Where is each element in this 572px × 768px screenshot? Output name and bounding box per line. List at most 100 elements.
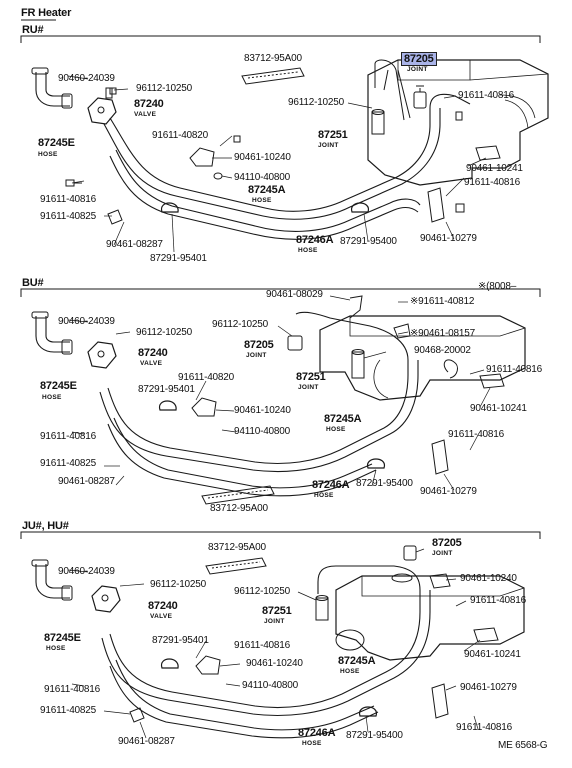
label-bu-91611e: 91611-40816: [448, 429, 505, 440]
joint-87251-ru: [371, 111, 385, 135]
section-label-bu: BU#: [22, 277, 44, 289]
spring-clip-bu: [443, 359, 458, 379]
cushion-ru-1: [161, 202, 179, 213]
section-label-ru: RU#: [22, 24, 44, 36]
valve-87240-bu: [87, 341, 117, 369]
label-bu-94110: 94110-40800: [234, 426, 291, 437]
label-ru-91611d: 91611-40816: [40, 194, 97, 205]
label-ju-96112b: 96112-10250: [234, 586, 291, 597]
label-bu-87251-sub: JOINT: [298, 384, 319, 391]
label-ru-87205-sub: JOINT: [407, 66, 428, 73]
label-bu-90460: 90460-24039: [58, 316, 115, 327]
label-ju-90461c: 90461-10240: [246, 658, 303, 669]
clamp-ru-2: [475, 145, 501, 161]
label-ju-87245e-sub: HOSE: [46, 645, 66, 652]
strip-83712-ru: [241, 67, 305, 85]
joint-87251-bu: [351, 351, 365, 379]
section-frame-bu: [20, 288, 541, 297]
hose-87246a-bu: [113, 417, 373, 489]
label-ru-87291a: 87291-95400: [340, 236, 397, 247]
label-ru-96112a: 96112-10250: [136, 83, 193, 94]
clamp-bu-1: [191, 397, 217, 417]
label-bu-90468: 90468-20002: [414, 345, 471, 356]
hose-87246a-ju: [115, 659, 375, 731]
hose-87246a-ru: [115, 149, 421, 232]
label-ru-91611b: 91611-40820: [152, 130, 209, 141]
label-bu-87291b: 87291-95400: [356, 478, 413, 489]
clamp-ju-3: [473, 627, 499, 643]
page-title: FR Heater: [21, 7, 72, 19]
label-ju-96112a: 96112-10250: [150, 579, 207, 590]
cushion-ju-2: [359, 706, 377, 717]
label-bu-87251: 87251: [296, 371, 326, 383]
clamp-bu-4: [393, 323, 411, 339]
label-bu-87245a: 87245A: [324, 413, 362, 425]
label-ju-87251: 87251: [262, 605, 292, 617]
clamp-bu-3: [431, 439, 449, 475]
label-ju-91611b: 91611-40816: [234, 640, 291, 651]
label-bu-96112a: 96112-10250: [136, 327, 193, 338]
bracket-bu-1: [349, 295, 363, 319]
label-ju-90461b: 90461-10241: [464, 649, 521, 660]
clamp-ju-5: [129, 707, 145, 723]
label-ru-87240-sub: VALVE: [134, 111, 157, 118]
label-bu-96112b: 96112-10250: [212, 319, 269, 330]
hose-87245e-ru: [35, 72, 70, 107]
label-ju-91611d: 91611-40825: [40, 705, 97, 716]
strip-83712-ju: [205, 557, 267, 575]
label-ju-87205-sub: JOINT: [432, 550, 453, 557]
label-ju-91611a: 91611-40816: [470, 595, 527, 606]
label-bu-90461a: 90461-08029: [266, 289, 323, 300]
label-ju-87240-sub: VALVE: [150, 613, 173, 620]
label-ju-87245a-sub: HOSE: [340, 668, 360, 675]
label-ju-87291a: 87291-95401: [152, 635, 209, 646]
cushion-ju-1: [161, 658, 179, 669]
label-bu-87205: 87205: [244, 339, 274, 351]
clamp-bu-2: [479, 373, 505, 389]
clamp-ju-1: [195, 655, 221, 675]
heater-unit-ju: [335, 575, 525, 661]
label-ju-91611c: 91611-40816: [44, 684, 101, 695]
hose-87245a-ru: [109, 93, 471, 212]
joint-87205-ru: [413, 91, 427, 109]
label-bu-83712: 83712-95A00: [210, 503, 268, 514]
label-ru-90461d: 90461-10279: [420, 233, 477, 244]
label-ru-83712: 83712-95A00: [244, 53, 302, 64]
label-ru-87245a-sub: HOSE: [252, 197, 272, 204]
valve-87240-ju: [91, 585, 121, 613]
label-bu-91611b: 91611-40820: [178, 372, 235, 383]
label-bu-87245e: 87245E: [40, 380, 77, 392]
label-bu-87246a: 87246A: [312, 479, 350, 491]
label-ru-87291b: 87291-95401: [150, 253, 207, 264]
label-ju-83712: 83712-95A00: [208, 542, 266, 553]
joint-87205-bu: [287, 335, 303, 351]
cushion-ru-2: [351, 202, 369, 213]
valve-87240-ru: [87, 97, 117, 125]
label-ru-87205[interactable]: 87205: [401, 52, 437, 66]
label-bu-90461f: 90461-10279: [420, 486, 477, 497]
hose-87245a-bu: [107, 311, 409, 464]
label-ju-87245a: 87245A: [338, 655, 376, 667]
label-bu-91611f: 91611-40825: [40, 458, 97, 469]
clamp-ru-3: [427, 187, 445, 223]
heater-unit-bu: [319, 315, 526, 401]
joint-87251-ju: [315, 597, 329, 621]
label-ju-87240: 87240: [148, 600, 178, 612]
label-ru-87245a: 87245A: [248, 184, 286, 196]
label-ru-90461a: 90461-10240: [234, 152, 291, 163]
label-ru-87246a: 87246A: [296, 234, 334, 246]
label-bu-87240: 87240: [138, 347, 168, 359]
joint-87205-ju: [403, 545, 417, 561]
label-bu-87245a-sub: HOSE: [326, 426, 346, 433]
heater-outlet-ju: [335, 629, 365, 651]
hose-87245a-ju: [109, 565, 421, 708]
clamp-ru-4: [107, 209, 123, 225]
label-bu-91611c: 91611-40816: [486, 364, 543, 375]
heater-unit-ru: [367, 59, 549, 186]
label-ju-87245e: 87245E: [44, 632, 81, 644]
label-ru-87251-sub: JOINT: [318, 142, 339, 149]
label-ju-94110: 94110-40800: [242, 680, 299, 691]
label-ju-87291b: 87291-95400: [346, 730, 403, 741]
clamp-ju-2: [429, 573, 451, 589]
